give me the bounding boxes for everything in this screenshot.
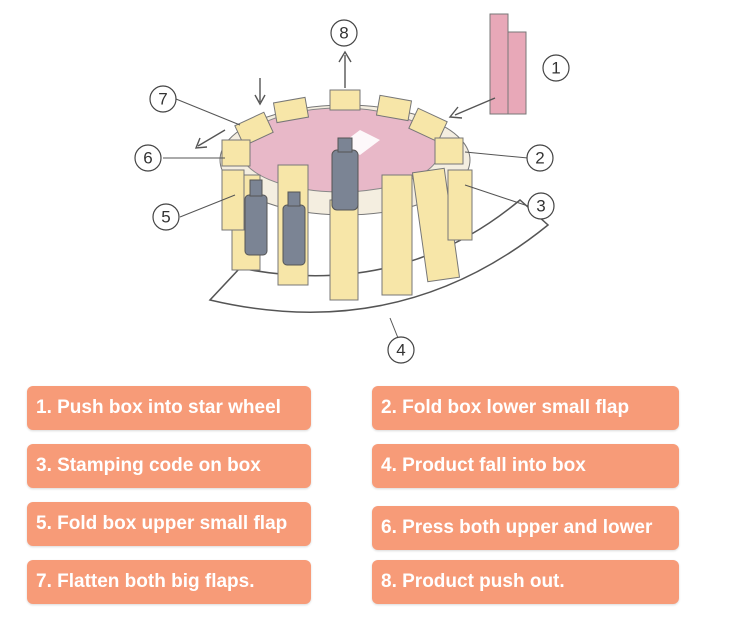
callout-circle-4 <box>387 336 415 364</box>
step-6-label: 6. Press both upper and lower <box>372 506 679 550</box>
callout-circle-5 <box>152 203 180 231</box>
callout-circle-2 <box>526 144 554 172</box>
star-wheel-diagram: 1 2 3 4 5 6 7 8 <box>134 13 570 364</box>
callout-4: 4 <box>396 341 405 360</box>
flat-carton <box>489 13 527 115</box>
callout-1: 1 <box>551 59 560 78</box>
callout-6: 6 <box>143 149 152 168</box>
step-1-label: 1. Push box into star wheel <box>27 386 311 430</box>
step-7-label: 7. Flatten both big flaps. <box>27 560 311 604</box>
wheel-flaps <box>221 89 464 167</box>
step-2-label: 2. Fold box lower small flap <box>372 386 679 430</box>
bottles <box>244 137 359 266</box>
step-5-label: 5. Fold box upper small flap <box>27 502 311 546</box>
motion-arrows <box>194 50 496 149</box>
leader-lines <box>163 98 529 339</box>
callout-circle-3 <box>527 192 555 220</box>
callout-circle-6 <box>134 144 162 172</box>
callout-3: 3 <box>536 197 545 216</box>
callout-circle-1 <box>542 54 570 82</box>
step-4-label: 4. Product fall into box <box>372 444 679 488</box>
step-8-label: 8. Product push out. <box>372 560 679 604</box>
callout-5: 5 <box>161 208 170 227</box>
callout-circles <box>134 19 570 364</box>
callout-circle-7 <box>149 85 177 113</box>
callout-7: 7 <box>158 90 167 109</box>
callout-8: 8 <box>339 24 348 43</box>
step-3-label: 3. Stamping code on box <box>27 444 311 488</box>
callout-circle-8 <box>330 19 358 47</box>
callout-2: 2 <box>535 149 544 168</box>
